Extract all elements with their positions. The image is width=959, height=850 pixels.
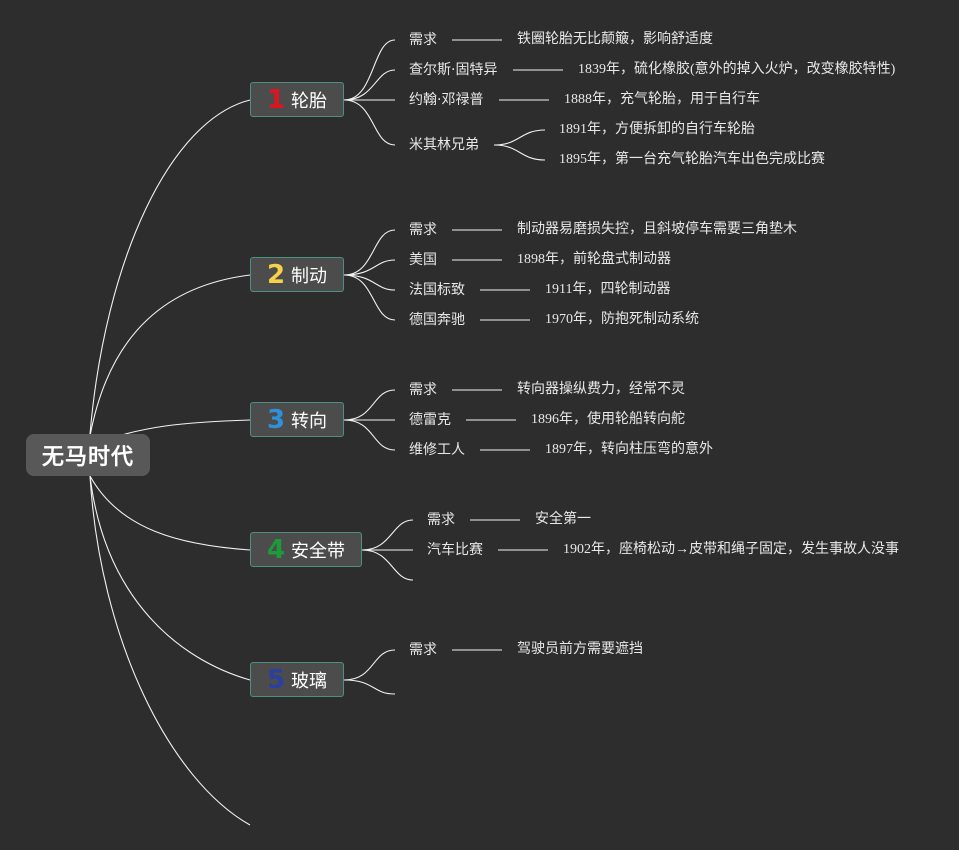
branch-node-brakes[interactable]: 2 制动 (250, 257, 344, 292)
connector (343, 419, 396, 451)
connector (343, 229, 396, 276)
leaf-detail: 1897年，转向柱压弯的意外 (545, 442, 713, 457)
branch-label: 玻璃 (291, 670, 328, 692)
leaf-label: 查尔斯·固特异 (409, 62, 498, 78)
connector (343, 39, 396, 101)
connector (89, 475, 251, 551)
branch-label: 制动 (291, 265, 328, 287)
leaf-detail: 1896年，使用轮船转向舵 (531, 412, 685, 427)
leaf-detail: 转向器操纵费力，经常不灵 (517, 382, 685, 397)
leaf-detail: 1839年，硫化橡胶(意外的掉入火炉，改变橡胶特性) (578, 62, 896, 77)
connector (343, 649, 396, 681)
root-label: 无马时代 (41, 445, 134, 470)
connector (493, 129, 546, 146)
connector (343, 259, 396, 276)
connector (343, 679, 396, 695)
leaf-label: 美国 (409, 252, 437, 268)
leaf-label: 需求 (409, 382, 437, 398)
connector (361, 549, 414, 581)
leaf-label: 德雷克 (409, 412, 451, 428)
leaf-detail: 1895年，第一台充气轮胎汽车出色完成比赛 (559, 152, 825, 167)
connector (89, 99, 251, 435)
leaf-label: 约翰·邓禄普 (409, 92, 484, 108)
leaf-detail: 安全第一 (535, 512, 591, 527)
branch-label: 轮胎 (291, 90, 328, 112)
leaf-label: 维修工人 (409, 442, 465, 458)
connector (343, 99, 396, 146)
connector (343, 274, 396, 321)
connector (493, 144, 546, 161)
leaf-detail: 1970年，防抱死制动系统 (545, 312, 699, 327)
branch-node-tires[interactable]: 1 轮胎 (250, 82, 344, 117)
leaf-detail: 制动器易磨损失控，且斜坡停车需要三角垫木 (517, 222, 797, 237)
leaf-label: 法国标致 (409, 282, 465, 298)
branch-number: 1 (266, 84, 286, 115)
branch-number: 5 (266, 664, 286, 695)
connector (89, 274, 251, 437)
leaf-detail: 1902年，座椅松动→皮带和绳子固定，发生事故人没事 (563, 542, 899, 557)
connector (343, 69, 396, 101)
leaf-label: 需求 (409, 222, 437, 238)
branch-node-seatbelt[interactable]: 4 安全带 (250, 532, 362, 567)
root-node[interactable]: 无马时代 (26, 434, 150, 476)
connector (343, 274, 396, 291)
branch-number: 4 (266, 534, 286, 565)
leaf-detail: 1911年，四轮制动器 (545, 282, 671, 297)
leaf-label: 米其林兄弟 (409, 137, 479, 153)
branch-number: 3 (266, 404, 286, 435)
connector (343, 389, 396, 421)
leaf-label: 德国奔驰 (409, 312, 465, 328)
leaf-label: 需求 (409, 32, 437, 48)
branch-number: 2 (266, 259, 286, 290)
leaf-detail: 驾驶员前方需要遮挡 (517, 642, 643, 657)
branch-node-steering[interactable]: 3 转向 (250, 402, 344, 437)
leaf-detail: 1898年，前轮盘式制动器 (517, 252, 671, 267)
branch-label: 安全带 (291, 540, 346, 562)
connector (89, 475, 251, 681)
leaf-label: 需求 (427, 512, 455, 528)
leaf-detail: 铁圈轮胎无比颠簸，影响舒适度 (517, 32, 713, 47)
connector (361, 519, 414, 551)
branch-label: 转向 (291, 410, 328, 432)
leaf-detail: 1888年，充气轮胎，用于自行车 (564, 92, 760, 107)
branch-node-glass[interactable]: 5 玻璃 (250, 662, 344, 697)
leaf-label: 汽车比赛 (427, 542, 483, 558)
connector (89, 475, 251, 826)
leaf-label: 需求 (409, 642, 437, 658)
leaf-detail: 1891年，方便拆卸的自行车轮胎 (559, 122, 755, 137)
